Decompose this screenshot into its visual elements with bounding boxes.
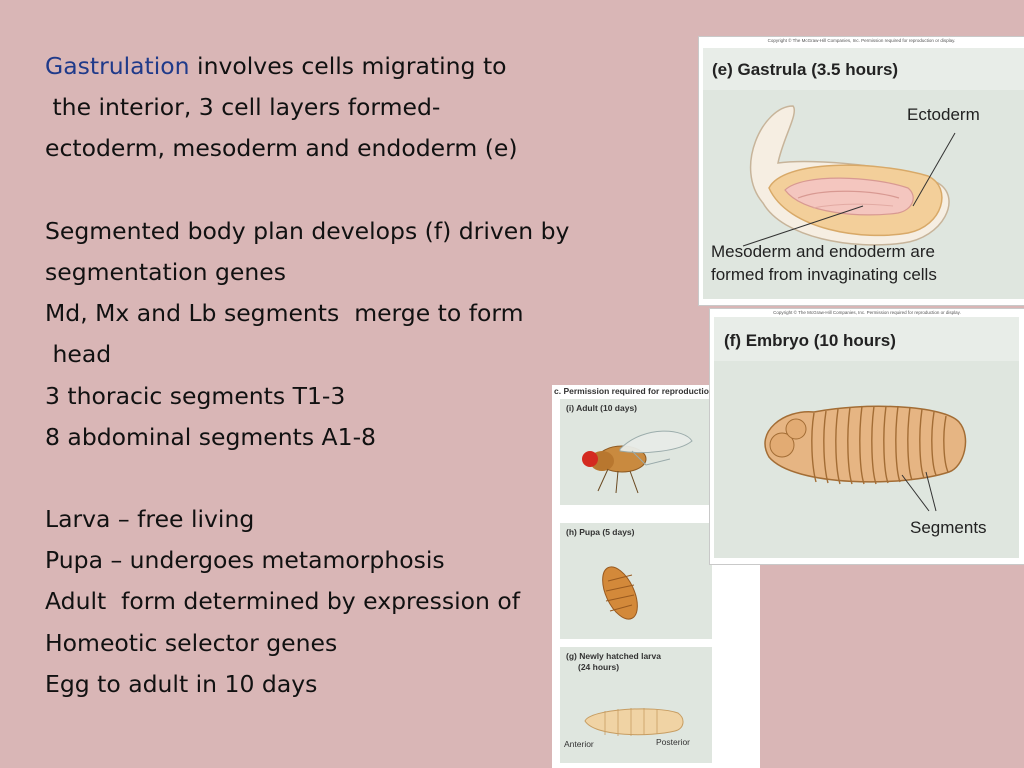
body-text-line: Homeotic selector genes: [45, 623, 605, 664]
body-text-line: Segmented body plan develops (f) driven …: [45, 211, 605, 252]
slide-body-text: Gastrulation involves cells migrating to…: [45, 46, 605, 705]
figure-life-cycle: c. Permission required for reproduction …: [552, 385, 760, 768]
adult-title: (i) Adult (10 days): [566, 403, 637, 413]
gastrula-caption-line-2: formed from invaginating cells: [711, 265, 937, 284]
gastrula-caption-line-1: Mesoderm and endoderm are: [711, 242, 935, 261]
body-text-line: 3 thoracic segments T1-3: [45, 376, 605, 417]
figure-embryo-title: (f) Embryo (10 hours): [724, 331, 896, 350]
body-text-line: ectoderm, mesoderm and endoderm (e): [45, 128, 605, 169]
body-text: the interior, 3 cell layers formed-: [45, 93, 441, 122]
body-text-line: Larva – free living: [45, 499, 605, 540]
body-text: segmentation genes: [45, 257, 286, 286]
pupa-illustration: [602, 566, 638, 620]
body-text: Egg to adult in 10 days: [45, 669, 318, 698]
body-text: 8 abdominal segments A1-8: [45, 422, 376, 451]
larva-title-line-2: (24 hours): [578, 662, 620, 672]
body-text-line: the interior, 3 cell layers formed-: [45, 87, 605, 128]
figure-gastrula-title: (e) Gastrula (3.5 hours): [712, 60, 899, 79]
body-text-line: Pupa – undergoes metamorphosis: [45, 540, 605, 581]
highlighted-term: Gastrulation: [45, 52, 190, 80]
body-text: Adult form determined by expression of: [45, 587, 521, 616]
larva-frame: (g) Newly hatched larva (24 hours) Anter…: [560, 647, 712, 763]
body-text-line: segmentation genes: [45, 252, 605, 293]
body-text-line: 8 abdominal segments A1-8: [45, 417, 605, 458]
body-text: 3 thoracic segments T1-3: [45, 381, 346, 410]
adult-frame: (i) Adult (10 days): [560, 399, 712, 505]
body-text: Md, Mx and Lb segments merge to form: [45, 299, 524, 328]
body-text: head: [45, 340, 112, 369]
body-text-line: Md, Mx and Lb segments merge to form: [45, 293, 605, 334]
body-text-line: Adult form determined by expression of: [45, 581, 605, 622]
body-text: Segmented body plan develops (f) driven …: [45, 216, 570, 245]
figure-embryo-copyright: Copyright © The McGraw-Hill Companies, I…: [773, 310, 961, 315]
body-text: involves cells migrating to: [189, 52, 507, 80]
ectoderm-label: Ectoderm: [907, 105, 980, 124]
pupa-title: (h) Pupa (5 days): [566, 527, 635, 537]
larva-illustration: [584, 708, 684, 736]
body-text-line: Gastrulation involves cells migrating to: [45, 46, 605, 87]
figure-gastrula-copyright: Copyright © The McGraw-Hill Companies, I…: [767, 38, 956, 43]
body-text: Homeotic selector genes: [45, 628, 338, 657]
gastrula-illustration: [742, 105, 956, 247]
body-text: Larva – free living: [45, 505, 255, 534]
embryo-illustration: [764, 405, 967, 512]
posterior-label: Posterior: [656, 737, 691, 747]
adult-fly-illustration: [582, 430, 693, 494]
anterior-label: Anterior: [564, 739, 594, 749]
figure-embryo: Copyright © The McGraw-Hill Companies, I…: [710, 309, 1024, 564]
body-text-line: head: [45, 334, 605, 375]
blank-line: [45, 170, 605, 211]
life-cycle-header: c. Permission required for reproduction: [554, 386, 712, 396]
larva-title-line-1: (g) Newly hatched larva: [566, 651, 661, 661]
pupa-frame: (h) Pupa (5 days): [560, 523, 712, 639]
blank-line: [45, 458, 605, 499]
figure-gastrula: Copyright © The McGraw-Hill Companies, I…: [699, 37, 1024, 305]
segments-label: Segments: [910, 518, 987, 537]
body-text: Pupa – undergoes metamorphosis: [45, 546, 445, 575]
body-text-line: Egg to adult in 10 days: [45, 664, 605, 705]
body-text: ectoderm, mesoderm and endoderm (e): [45, 134, 518, 163]
